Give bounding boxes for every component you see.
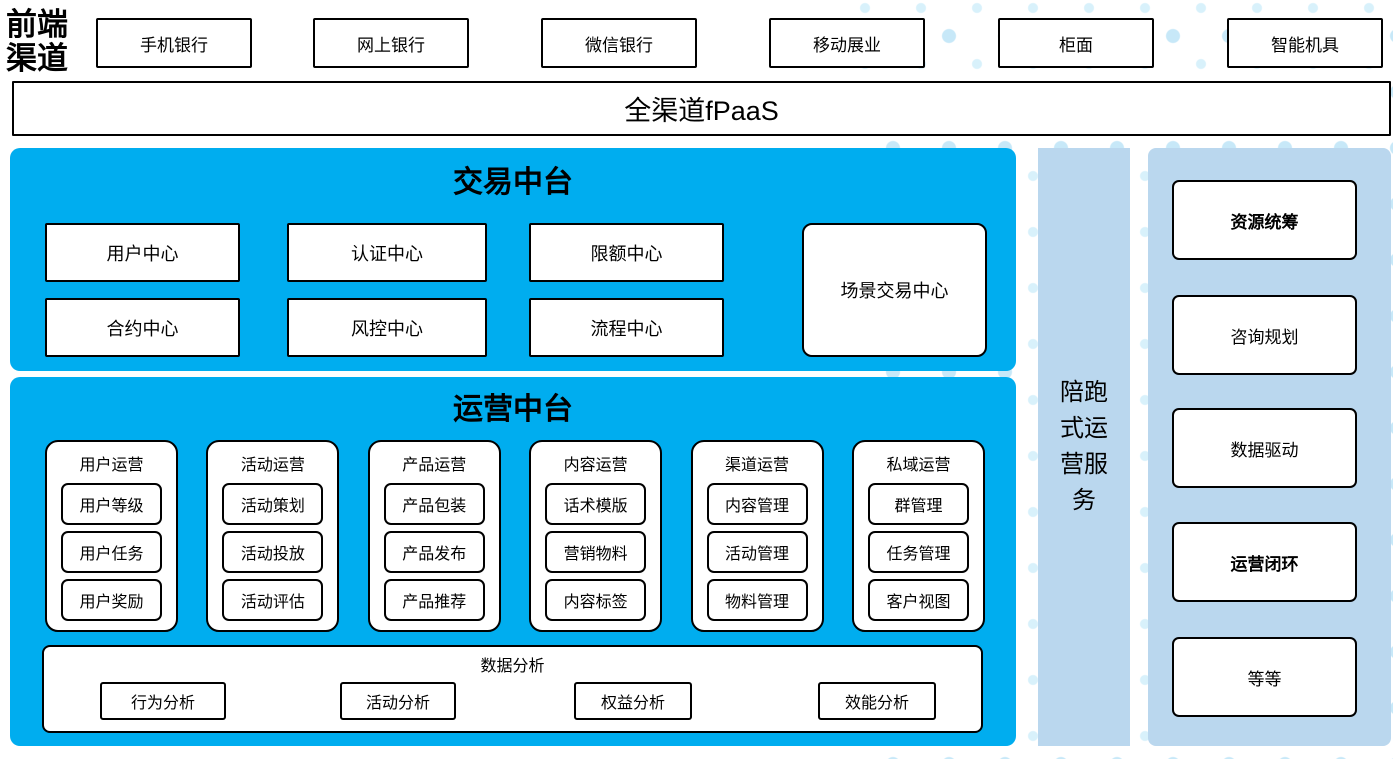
front-channels-label-line1: 前端 — [6, 7, 68, 43]
channel-box-mobile-outreach: 移动展业 — [769, 18, 925, 68]
ops-item: 用户奖励 — [61, 579, 162, 621]
analysis-box-efficiency: 效能分析 — [818, 682, 936, 720]
ops-column-product: 产品运营 产品包装 产品发布 产品推荐 — [367, 440, 501, 632]
channel-box-counter: 柜面 — [998, 18, 1154, 68]
ops-item: 产品发布 — [383, 531, 485, 573]
right-panel-item-data-driven: 数据驱动 — [1172, 408, 1357, 488]
fpaas-bar: 全渠道fPaaS — [12, 81, 1391, 136]
ops-item: 营销物料 — [545, 531, 647, 573]
ops-item: 活动策划 — [222, 483, 324, 525]
ops-item: 活动评估 — [222, 579, 324, 621]
ops-item: 客户视图 — [867, 579, 969, 621]
ops-item: 用户等级 — [61, 483, 162, 525]
channel-box-mobile-banking: 手机银行 — [96, 18, 252, 68]
ops-column-channel: 渠道运营 内容管理 活动管理 物料管理 — [690, 440, 824, 632]
data-analysis-container: 数据分析 行为分析 活动分析 权益分析 效能分析 — [42, 645, 983, 733]
ops-item: 活动管理 — [706, 531, 808, 573]
center-box-process: 流程中心 — [529, 298, 724, 357]
analysis-box-benefit: 权益分析 — [574, 682, 692, 720]
ops-item: 群管理 — [867, 483, 969, 525]
ops-column-title: 用户运营 — [79, 457, 144, 474]
channel-box-smart-devices: 智能机具 — [1227, 18, 1383, 68]
transaction-platform-title: 交易中台 — [453, 165, 573, 200]
operations-columns: 用户运营 用户等级 用户任务 用户奖励 活动运营 活动策划 活动投放 活动评估 … — [45, 440, 985, 632]
right-panel-item-consulting: 咨询规划 — [1172, 295, 1357, 375]
operations-platform-panel: 运营中台 用户运营 用户等级 用户任务 用户奖励 活动运营 活动策划 活动投放 … — [10, 377, 1016, 746]
ops-item: 用户任务 — [61, 531, 162, 573]
ops-column-title: 内容运营 — [563, 457, 628, 474]
analysis-box-behavior: 行为分析 — [100, 682, 226, 720]
channel-box-wechat-banking: 微信银行 — [541, 18, 697, 68]
center-box-limit: 限额中心 — [529, 223, 724, 282]
ops-item: 产品包装 — [383, 483, 485, 525]
front-channels-label: 前端 渠道 — [6, 8, 94, 76]
ops-column-user: 用户运营 用户等级 用户任务 用户奖励 — [45, 440, 178, 632]
accompanying-service-bar: 陪跑 式运 营服 务 — [1038, 148, 1130, 746]
ops-item: 物料管理 — [706, 579, 808, 621]
channel-box-online-banking: 网上银行 — [313, 18, 469, 68]
analysis-box-activity: 活动分析 — [340, 682, 456, 720]
ops-column-title: 私域运营 — [886, 457, 951, 474]
right-panel-item-resource-planning: 资源统筹 — [1172, 180, 1357, 260]
ops-item: 任务管理 — [867, 531, 969, 573]
operations-platform-title: 运营中台 — [453, 392, 573, 427]
center-box-user: 用户中心 — [45, 223, 240, 282]
ops-item: 话术模版 — [545, 483, 647, 525]
transaction-platform-panel: 交易中台 用户中心 认证中心 限额中心 合约中心 风控中心 流程中心 场景交易中… — [10, 148, 1016, 371]
front-channels-label-line2: 渠道 — [6, 41, 68, 77]
ops-column-private-domain: 私域运营 群管理 任务管理 客户视图 — [851, 440, 985, 632]
center-box-scene-transaction: 场景交易中心 — [802, 223, 987, 357]
ops-column-title: 活动运营 — [240, 457, 305, 474]
center-box-auth: 认证中心 — [287, 223, 487, 282]
ops-item: 活动投放 — [222, 531, 324, 573]
data-analysis-title: 数据分析 — [480, 658, 545, 675]
right-panel-item-operation-loop: 运营闭环 — [1172, 522, 1357, 602]
center-box-risk: 风控中心 — [287, 298, 487, 357]
ops-column-title: 产品运营 — [402, 457, 467, 474]
center-box-contract: 合约中心 — [45, 298, 240, 357]
service-capability-panel: 资源统筹 咨询规划 数据驱动 运营闭环 等等 — [1148, 148, 1391, 746]
ops-item: 内容管理 — [706, 483, 808, 525]
ops-column-content: 内容运营 话术模版 营销物料 内容标签 — [529, 440, 663, 632]
ops-item: 产品推荐 — [383, 579, 485, 621]
right-panel-item-etc: 等等 — [1172, 637, 1357, 717]
accompanying-service-label: 陪跑 式运 营服 务 — [1060, 379, 1108, 514]
ops-item: 内容标签 — [545, 579, 647, 621]
ops-column-title: 渠道运营 — [725, 457, 790, 474]
ops-column-activity: 活动运营 活动策划 活动投放 活动评估 — [206, 440, 340, 632]
